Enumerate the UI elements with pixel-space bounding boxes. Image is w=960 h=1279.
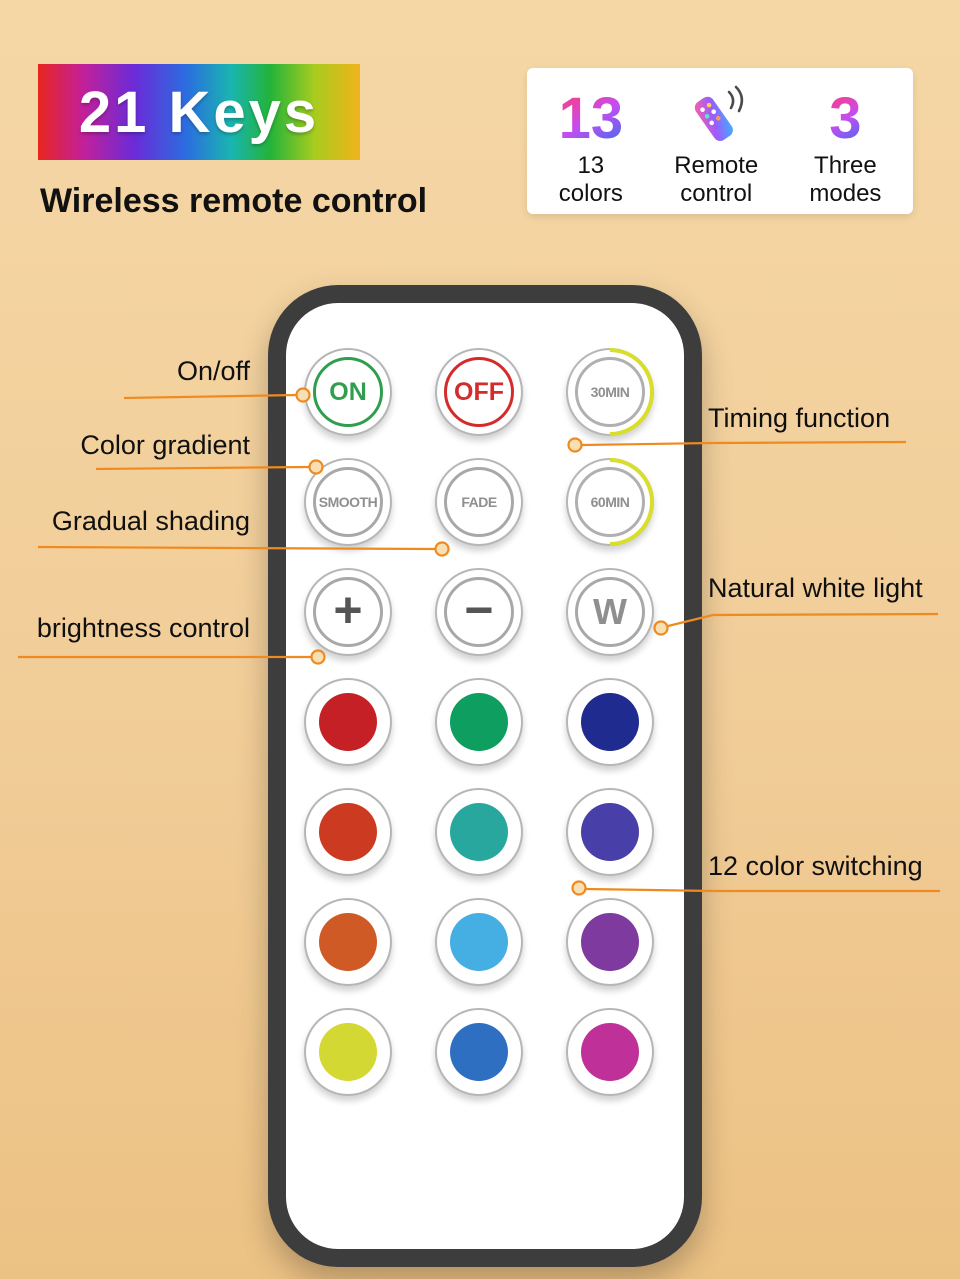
feature-13-caption: 13 colors xyxy=(559,152,623,207)
feature-remote-caption: Remote control xyxy=(674,152,758,207)
remote-button-color-orange[interactable] xyxy=(304,898,392,986)
button-ring: + xyxy=(313,577,383,647)
button-label: OFF xyxy=(454,377,504,406)
button-ring: FADE xyxy=(444,467,514,537)
remote-button-30min[interactable]: 30MIN xyxy=(547,329,673,455)
feature-remote: Remote control xyxy=(674,74,758,207)
remote-buttons: ON OFF 30MIN SMOOTH FADE 60MIN + − W xyxy=(304,329,673,1096)
button-label: − xyxy=(464,581,494,638)
color-swatch xyxy=(581,693,639,751)
feature-3-glyph: 3 xyxy=(829,86,862,152)
remote-button-color-blue[interactable] xyxy=(435,1008,523,1096)
remote-button-color-indigo[interactable] xyxy=(566,788,654,876)
remote-control: ON OFF 30MIN SMOOTH FADE 60MIN + − W xyxy=(268,285,702,1267)
page-subtitle: Wireless remote control xyxy=(40,182,428,220)
label-gradual-shading: Gradual shading xyxy=(51,506,250,536)
button-ring: ON xyxy=(313,357,383,427)
color-swatch xyxy=(319,1023,377,1081)
color-swatch xyxy=(581,1023,639,1081)
label-timing: Timing function xyxy=(708,403,891,433)
remote-button-off[interactable]: OFF xyxy=(435,348,523,436)
remote-button-color-orange-red[interactable] xyxy=(304,788,392,876)
remote-button-60min[interactable]: 60MIN xyxy=(547,439,673,565)
feature-3-modes: 3 Three modes xyxy=(809,74,881,207)
color-swatch xyxy=(450,803,508,861)
remote-button-brightness-up[interactable]: + xyxy=(304,568,392,656)
color-swatch xyxy=(450,1023,508,1081)
feature-caption-line: colors xyxy=(558,180,623,207)
remote-button-color-purple[interactable] xyxy=(566,898,654,986)
color-swatch xyxy=(450,693,508,751)
label-on-off: On/off xyxy=(176,356,250,386)
remote-button-color-teal[interactable] xyxy=(435,788,523,876)
feature-caption-line: Remote xyxy=(674,152,759,180)
feature-13-colors: 13 13 colors xyxy=(559,74,624,207)
page-title: 21 Keys xyxy=(78,79,320,145)
color-swatch xyxy=(581,803,639,861)
remote-face: ON OFF 30MIN SMOOTH FADE 60MIN + − W xyxy=(286,303,684,1249)
button-label: SMOOTH xyxy=(318,494,378,510)
button-label: 60MIN xyxy=(590,494,630,510)
label-natural-white: Natural white light xyxy=(708,573,923,603)
button-ring: SMOOTH xyxy=(313,467,383,537)
remote-button-on[interactable]: ON xyxy=(304,348,392,436)
feature-13-glyph: 13 xyxy=(558,86,624,152)
color-swatch xyxy=(319,693,377,751)
feature-caption-line: Three xyxy=(814,152,877,180)
button-ring: OFF xyxy=(444,357,514,427)
button-ring: W xyxy=(575,577,645,647)
color-swatch xyxy=(450,913,508,971)
feature-caption-line: modes xyxy=(809,180,882,207)
color-swatch xyxy=(319,913,377,971)
button-label: + xyxy=(333,581,363,638)
button-ring: 60MIN xyxy=(575,467,645,537)
remote-control-icon xyxy=(695,86,744,142)
button-label: 30MIN xyxy=(590,384,630,400)
feature-caption-line: 13 xyxy=(577,152,605,180)
remote-button-brightness-down[interactable]: − xyxy=(435,568,523,656)
label-color-switching: 12 color switching xyxy=(708,851,923,881)
remote-button-fade[interactable]: FADE xyxy=(435,458,523,546)
button-label: FADE xyxy=(461,494,497,510)
remote-button-color-red[interactable] xyxy=(304,678,392,766)
remote-button-white[interactable]: W xyxy=(566,568,654,656)
button-label: W xyxy=(593,591,627,632)
color-swatch xyxy=(581,913,639,971)
color-swatch xyxy=(319,803,377,861)
connector-natural-white xyxy=(667,612,939,628)
button-ring: 30MIN xyxy=(575,357,645,427)
button-ring: − xyxy=(444,577,514,647)
feature-box: 13 13 colors xyxy=(527,68,913,214)
remote-button-color-green[interactable] xyxy=(435,678,523,766)
label-brightness: brightness control xyxy=(36,613,250,643)
button-label: ON xyxy=(329,377,367,406)
remote-button-color-magenta[interactable] xyxy=(566,1008,654,1096)
remote-button-color-dark-blue[interactable] xyxy=(566,678,654,766)
remote-button-color-yellow-green[interactable] xyxy=(304,1008,392,1096)
remote-button-color-sky-blue[interactable] xyxy=(435,898,523,986)
feature-caption-line: control xyxy=(680,180,753,207)
title-banner: 21 Keys xyxy=(38,64,360,160)
label-color-gradient: Color gradient xyxy=(80,430,250,460)
remote-button-smooth[interactable]: SMOOTH xyxy=(304,458,392,546)
feature-3-caption: Three modes xyxy=(809,152,881,207)
